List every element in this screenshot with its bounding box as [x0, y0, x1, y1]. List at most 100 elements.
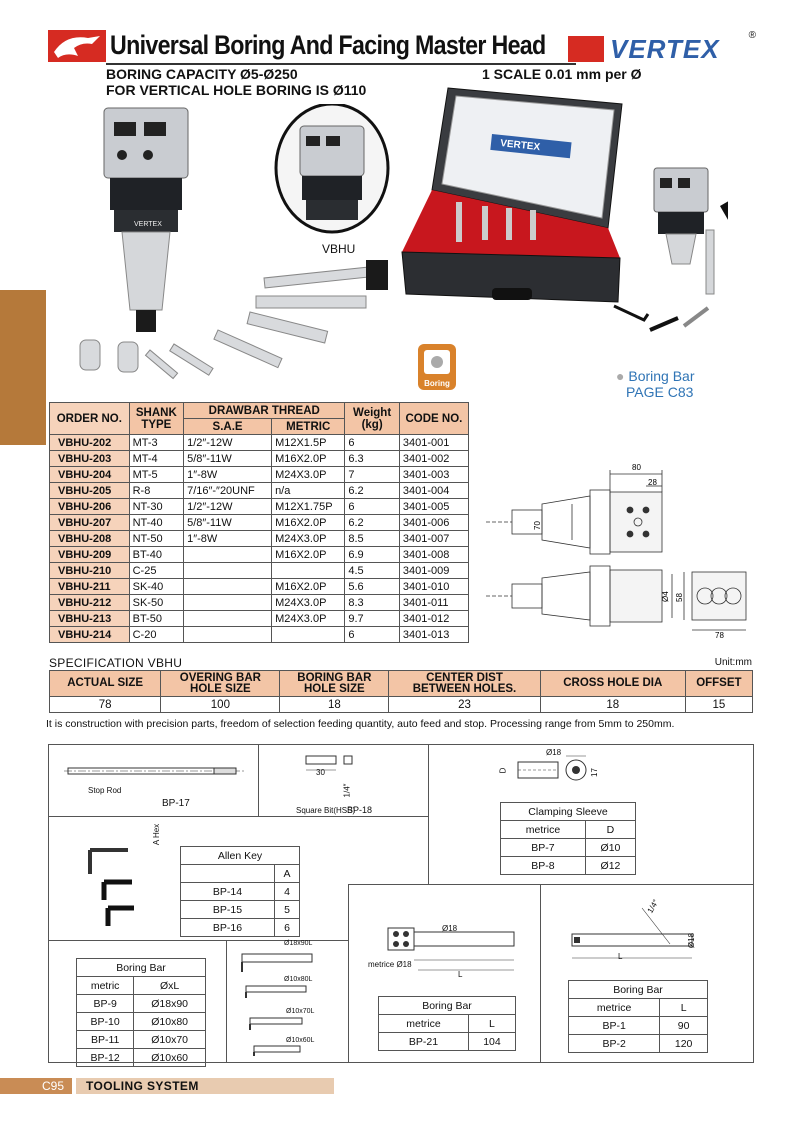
- cell-order: VBHU-202: [49, 434, 130, 451]
- brand-flag-icon: [568, 36, 604, 62]
- small-bar-row-1-code: BP-9: [75, 994, 135, 1013]
- registered-mark: ®: [748, 30, 756, 41]
- cell-code: 3401-008: [398, 546, 470, 563]
- case-brand-text: VERTEX: [500, 138, 541, 153]
- spec-header-line1: ACTUAL SIZE: [67, 677, 144, 689]
- bp21-head-L: L: [467, 1014, 517, 1033]
- cell-metric: M24X3.0P: [271, 530, 346, 547]
- spec-value: 100: [160, 696, 281, 713]
- cell-weight: 8.5: [344, 530, 400, 547]
- grid-h1: [48, 816, 428, 817]
- cell-code: 3401-006: [398, 514, 470, 531]
- bp1-row-2-code: BP-2: [567, 1034, 661, 1053]
- cell-code: 3401-009: [398, 562, 470, 579]
- bp1-row-1-L: 90: [659, 1016, 708, 1035]
- cell-metric: M24X3.0P: [271, 466, 346, 483]
- section-title: TOOLING SYSTEM: [76, 1078, 334, 1094]
- dimension-drawing: 80 28 70 Ø4 58 78: [486, 463, 747, 640]
- allen-row-1-a: 4: [273, 882, 301, 901]
- grid-v3: [348, 884, 349, 1062]
- bp21-row-L: 104: [467, 1032, 517, 1051]
- spec-header-line2: HOLE SIZE: [303, 682, 365, 695]
- cell-shank: NT-40: [128, 514, 185, 531]
- cell-weight: 5.6: [344, 578, 400, 595]
- sleeve-d18: Ø18: [546, 748, 562, 757]
- bp21-metrice: metrice Ø18: [368, 960, 412, 969]
- page-number: C95: [0, 1078, 72, 1094]
- small-bar-label-2: Ø10x80L: [284, 976, 313, 983]
- spec-value: 23: [388, 696, 541, 713]
- cell-shank: SK-50: [128, 594, 185, 611]
- spec-header-line1: OVERING BAR: [179, 671, 261, 684]
- col-drawbar-thread: DRAWBAR THREAD: [183, 402, 346, 419]
- cell-metric: n/a: [271, 482, 346, 499]
- sleeve-head-D: D: [584, 820, 637, 839]
- bp1-drawing: [571, 907, 693, 959]
- cell-shank: MT-3: [128, 434, 185, 451]
- bp21-title: Boring Bar: [378, 996, 516, 1015]
- cell-weight: 4.5: [344, 562, 400, 579]
- small-bar-row-4-code: BP-12: [75, 1048, 135, 1067]
- cell-code: 3401-010: [398, 578, 470, 595]
- cell-order: VBHU-212: [49, 594, 130, 611]
- spec-unit: Unit:mm: [714, 657, 752, 668]
- square-bit-quarter: 1/4″: [342, 783, 352, 798]
- small-bar-row-1-size: Ø18x90: [133, 994, 206, 1013]
- cell-weight: 6.2: [344, 514, 400, 531]
- clamping-sleeve-title: Clamping Sleeve: [500, 802, 636, 821]
- cell-order: VBHU-204: [49, 466, 130, 483]
- boring-bar-link[interactable]: Boring Bar: [628, 368, 695, 384]
- bp1-head-L: L: [659, 998, 708, 1017]
- allen-head-A: A: [273, 864, 301, 883]
- spec-value: 78: [48, 696, 162, 713]
- page-ref[interactable]: PAGE C83: [626, 384, 694, 400]
- bp21-drawing: [387, 927, 515, 971]
- cell-order: VBHU-210: [49, 562, 130, 579]
- stop-rod-code: BP-17: [162, 798, 190, 809]
- cell-weight: 6: [344, 626, 400, 643]
- svg-text:VERTEX: VERTEX: [134, 221, 162, 228]
- cell-order: VBHU-214: [49, 626, 130, 643]
- spec-header: CROSS HOLE DIA: [539, 670, 686, 697]
- cell-code: 3401-004: [398, 482, 470, 499]
- allen-row-1-code: BP-14: [180, 882, 275, 901]
- bp21-d18: Ø18: [442, 924, 458, 933]
- bp1-title: Boring Bar: [568, 980, 708, 999]
- cell-weight: 6.2: [344, 482, 400, 499]
- spec-value: 18: [539, 696, 686, 713]
- dim-58: 58: [675, 593, 684, 602]
- allen-row-3-a: 6: [273, 918, 301, 937]
- grid-v5: [226, 940, 227, 1062]
- spec-header-line2: HOLE SIZE: [190, 682, 251, 695]
- cell-shank: C-25: [128, 562, 185, 579]
- allen-row-2-a: 5: [273, 900, 301, 919]
- cell-metric: M16X2.0P: [271, 514, 346, 531]
- cell-order: VBHU-207: [49, 514, 130, 531]
- cell-code: 3401-012: [398, 610, 470, 627]
- stop-rod-drawing: [64, 767, 244, 775]
- small-bar-label-3: Ø10x70L: [286, 1008, 315, 1015]
- cell-metric: [271, 626, 346, 643]
- cell-shank: BT-50: [128, 610, 185, 627]
- small-bar-row-2-code: BP-10: [75, 1012, 135, 1031]
- spec-header: ACTUAL SIZE: [48, 670, 162, 697]
- spec-title: SPECIFICATION VBHU: [49, 656, 183, 670]
- brand-logo: VERTEX ®: [568, 30, 756, 64]
- boring-bar-reference[interactable]: ● Boring Bar PAGE C83: [616, 368, 695, 400]
- grid-v2: [428, 744, 429, 884]
- bp21-row-code: BP-21: [378, 1032, 469, 1051]
- bullet-icon: ●: [616, 368, 629, 384]
